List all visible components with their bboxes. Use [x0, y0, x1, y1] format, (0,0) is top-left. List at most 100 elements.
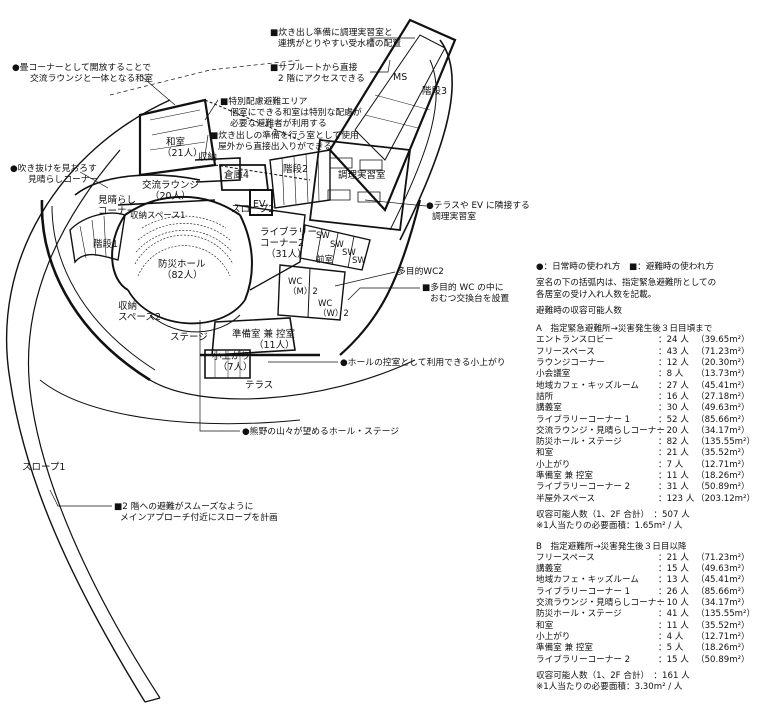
room-name: 半屋外スペース	[536, 493, 596, 504]
anno-1-line1: ●畳コーナーとして開放することで	[12, 61, 151, 73]
label-library2: ライブラリー	[260, 226, 317, 238]
room-name: フリースペース	[536, 346, 595, 357]
hall-side-west	[111, 214, 129, 291]
section-a-total: 収容可能人数（1、2F 合計） ：507 人	[536, 509, 690, 520]
room-name: 小上がり	[536, 631, 571, 642]
anno-3-line1: ■サブルートから直接	[270, 61, 358, 73]
room-name: 地域カフェ・キッズルーム	[536, 575, 639, 586]
room-area: （35.52m²）	[696, 448, 750, 459]
capacity-count: ：21 人	[658, 448, 689, 459]
label-shuno-space2b: スペース2	[118, 312, 161, 323]
table-row: 詰所：16 人（27.18m²）	[536, 392, 762, 403]
capacity-count: ：11 人	[658, 471, 689, 482]
room-area: （45.41m²）	[696, 380, 750, 391]
room-name: ラウンジコーナー	[536, 358, 605, 369]
capacity-count: ：15 人	[658, 654, 689, 665]
capacity-count: ：30 人	[658, 403, 689, 414]
room-area: （50.89m²）	[696, 654, 750, 665]
label-koryu: 交流ラウンジ	[142, 179, 199, 191]
room-name: 準備室 兼 控室	[536, 471, 594, 482]
stair1	[69, 212, 126, 264]
table-row: 交流ラウンジ・見晴らしコーナー：20 人（34.17m²）	[536, 426, 762, 437]
anno-4-line2: 個室にできる和室は特別な配慮が	[230, 106, 362, 118]
room-area: （20.30m²）	[696, 358, 750, 369]
capacity-count: ：24 人	[658, 335, 689, 346]
room-name: 講義室	[536, 403, 562, 414]
anno-3-line2: 2 階にアクセスできる	[278, 73, 365, 84]
label-shuno1: 収納	[198, 151, 217, 163]
table-row: 講義室：30 人（49.63m²）	[536, 403, 762, 414]
label-wc-w: WC	[318, 299, 332, 309]
room-area: （18.26m²）	[696, 643, 750, 654]
room-name: 小会議室	[536, 369, 571, 380]
anno-8: 多目的WC2	[397, 265, 444, 277]
capacity-count: ：8 人	[658, 369, 684, 380]
label-library2-cap: （31人）	[266, 248, 307, 260]
room-name: ライブラリーコーナー 2	[536, 654, 631, 665]
label-koagari: 小上がり	[212, 350, 250, 362]
room-name: 地域カフェ・キッズルーム	[536, 380, 639, 391]
room-area: （35.52m²）	[696, 620, 750, 631]
capacity-count: ：43 人	[658, 346, 689, 357]
room-area: （203.12m²）	[696, 493, 756, 504]
label-miharashi2: コーナー	[98, 206, 136, 217]
table-row: 和室：11 人（35.52m²）	[536, 621, 762, 632]
label-junbi: 準備室 兼 控室	[232, 328, 295, 340]
capacity-count: ：7 人	[658, 459, 684, 470]
capacity-count: ：5 人	[658, 643, 684, 654]
anno-1-line2: 交流ラウンジと一体となる和室	[30, 72, 153, 84]
section-b-total: 収容可能人数（1、2F 合計） ：161 人	[536, 670, 690, 681]
table-row: ライブラリーコーナー 1：26 人（85.66m²）	[536, 587, 762, 598]
room-name: ライブラリーコーナー 1	[536, 586, 631, 597]
room-area: （71.23m²）	[696, 552, 750, 563]
capacity-count: ：20 人	[658, 425, 689, 436]
leader-a6	[79, 171, 109, 189]
label-washitsu: 和室	[166, 136, 185, 148]
table-row: 準備室 兼 控室：5 人（18.26m²）	[536, 643, 762, 654]
void-line	[109, 59, 301, 96]
leader-a1	[139, 74, 176, 106]
junbi-room	[211, 317, 296, 356]
slope1-outer-edge	[5, 99, 171, 703]
stair2	[269, 149, 331, 209]
chori-room	[308, 139, 412, 231]
table-row: ライブラリーコーナー 2：31 人（50.89m²）	[536, 482, 762, 493]
leader-a4	[204, 99, 219, 121]
section-a-note: ※1人当たりの必要面積：1.65m² / 人	[536, 521, 683, 532]
room-name: ライブラリーコーナー 2	[536, 482, 631, 493]
table-row: ライブラリーコーナー 2 ：15 人 （50.89m²）	[536, 655, 762, 666]
label-terrace: テラス	[245, 380, 273, 391]
hall-rear-arc	[124, 195, 241, 216]
label-kaidan2: 階段2	[283, 163, 308, 175]
table-row: 和室：21 人（35.52m²）	[536, 448, 762, 459]
capacity-count: ：4 人	[658, 631, 684, 642]
hall-seat-row-3	[135, 230, 233, 253]
room-name: ライブラリーコーナー 1	[536, 414, 631, 425]
ms-grid	[364, 94, 431, 129]
label-kaidan3: 階段3	[422, 85, 447, 97]
room-name: 小上がり	[536, 459, 571, 470]
room-area: （39.65m²）	[696, 335, 750, 346]
room-area: （45.41m²）	[696, 575, 750, 586]
anno-12-line2: メインアプローチ付近にスロープを計画	[120, 511, 278, 523]
anno-2-line1: ■炊き出し準備に調理実習室と	[270, 26, 393, 38]
stair3-inner	[389, 59, 437, 231]
table-row: 小上がり：7 人（12.71m²）	[536, 460, 762, 471]
label-zenshitsu: 前室	[316, 254, 334, 265]
table-row: 防災ホール・ステージ：82 人（135.55m²）	[536, 437, 762, 448]
room-name: 防災ホール・ステージ	[536, 609, 622, 620]
section-b-table: フリースペース：21 人（71.23m²）講義室：15 人（49.63m²）地域…	[536, 553, 762, 666]
label-washitsu-cap: （21人）	[162, 147, 203, 159]
anno-2-line2: 連携がとりやすい受水槽の配置	[278, 37, 401, 49]
table-row: 小会議室：8 人（13.73m²）	[536, 369, 762, 380]
table-row: 準備室 兼 控室：11 人（18.26m²）	[536, 471, 762, 482]
capacity-count: ：15 人	[658, 564, 689, 575]
capacity-panel: ●：日常時の使われ方 ■：避難時の使われ方 室名の下の括弧内は、指定緊急避難所と…	[536, 262, 762, 693]
room-name: 講義室	[536, 564, 562, 575]
room-area: （85.66m²）	[696, 414, 750, 425]
room-area: （85.66m²）	[696, 586, 750, 597]
leader-a3	[370, 59, 391, 73]
slope1-inner-edge	[27, 149, 161, 699]
